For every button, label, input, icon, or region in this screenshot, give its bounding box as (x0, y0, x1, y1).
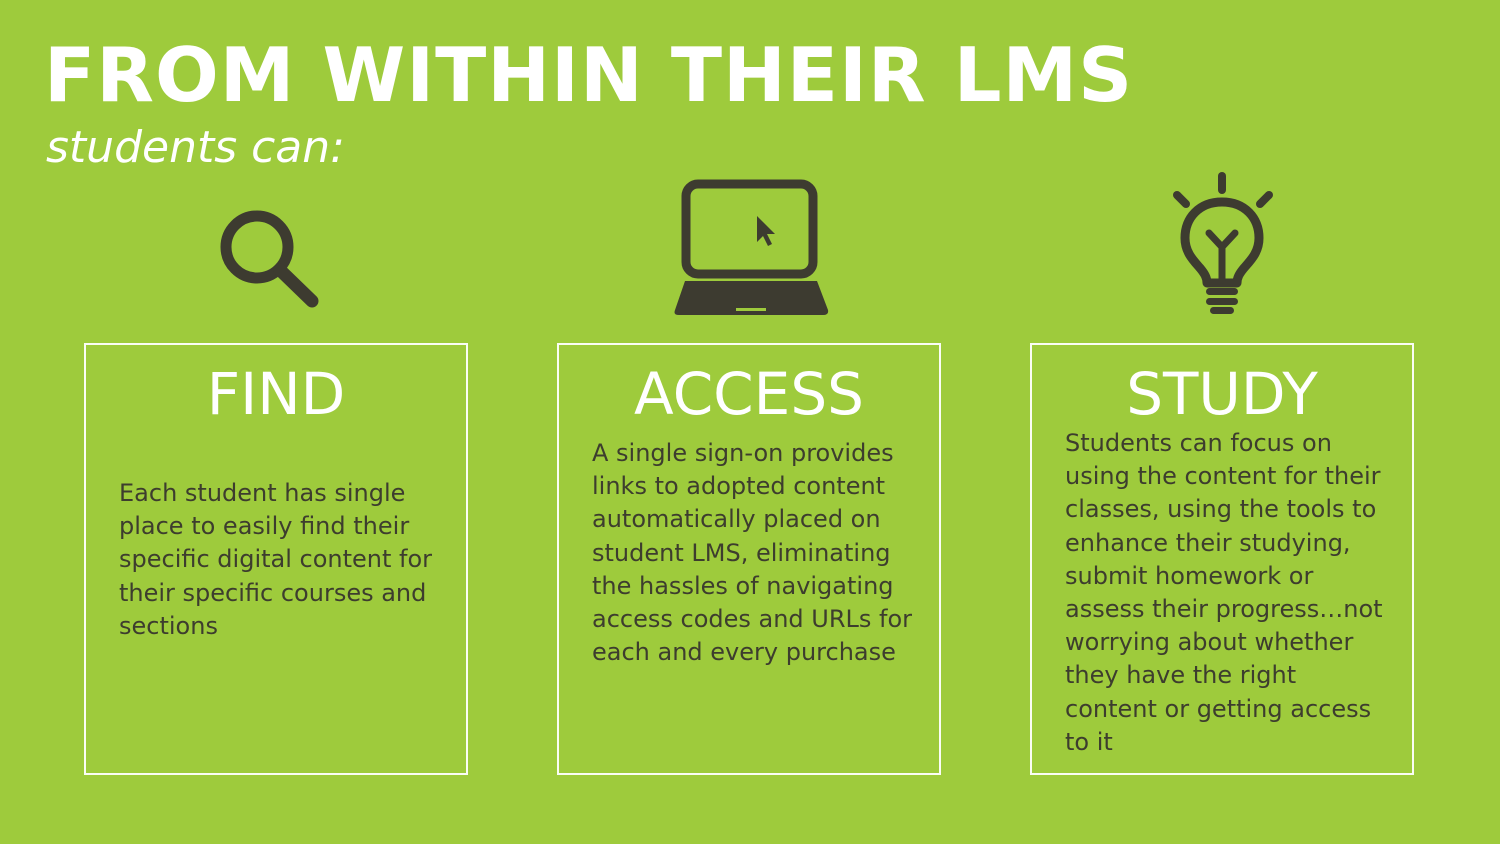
lightbulb-icon (1173, 172, 1273, 314)
study-card-body: Students can focus on using the content … (1065, 429, 1383, 756)
magnifying-glass-icon (220, 210, 319, 308)
study-card: STUDY Students can focus on using the co… (1030, 343, 1414, 775)
find-card-body: Each student has single place to easily … (119, 479, 433, 640)
page-subtitle: students can: (46, 122, 345, 173)
access-card-body: A single sign-on provides links to adopt… (592, 439, 913, 667)
access-card-title: ACCESS (634, 360, 864, 428)
access-card: ACCESS A single sign-on provides links t… (557, 343, 941, 775)
study-card-title: STUDY (1126, 360, 1318, 428)
find-card-title: FIND (206, 360, 346, 428)
laptop-icon (674, 179, 829, 315)
page-title: FROM WITHIN THEIR LMS (44, 31, 1134, 119)
find-card: FIND Each student has single place to ea… (84, 343, 468, 775)
